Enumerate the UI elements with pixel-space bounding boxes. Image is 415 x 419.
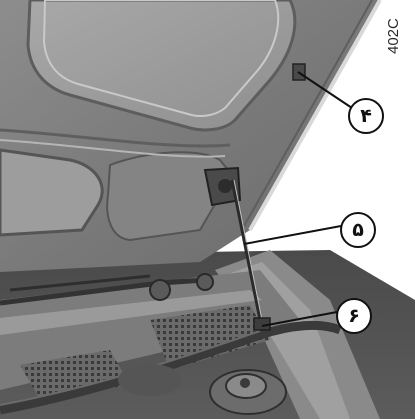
leader-line-6 [261, 311, 338, 327]
hood-stay-rod [230, 179, 264, 331]
hood-inner-panel [26, 0, 297, 132]
callout-4: ۴ [348, 98, 384, 134]
leader-line-4 [297, 71, 353, 109]
leader-line-5 [243, 225, 342, 245]
hose [0, 320, 342, 415]
cowl-grille [150, 305, 270, 370]
callout-6: ۶ [336, 298, 372, 334]
figure-reference-code: 402C [385, 18, 402, 54]
callout-5: ۵ [340, 212, 376, 248]
